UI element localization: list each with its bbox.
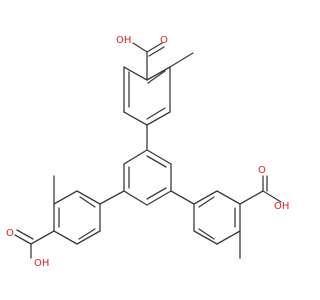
molecule-diagram: O OH OH O OH O <box>6 35 289 269</box>
right-ring-double-1 <box>198 196 215 208</box>
left-ring-bond-1 <box>76 190 101 205</box>
left-ring-bond-5 <box>76 230 101 245</box>
top-ring-double-2 <box>146 107 166 120</box>
right-link-bond <box>170 190 195 205</box>
top-ring-bond-4 <box>123 111 148 126</box>
left-ring-double-1 <box>79 196 96 208</box>
left-hydroxyl-label: OH <box>34 258 49 269</box>
right-hydroxyl-bond <box>262 190 282 203</box>
left-carbonyl-bond <box>14 234 32 245</box>
center-ring-double-3 <box>146 155 167 168</box>
left-ring-double-3 <box>78 228 96 240</box>
left-link-bond <box>99 190 125 205</box>
right-hydroxyl-label: OH <box>274 201 289 212</box>
left-carbonyl-oxygen-label: O <box>6 228 14 239</box>
top-ring-double-3 <box>147 70 166 84</box>
top-hydroxyl-bond <box>132 42 148 53</box>
left-ring-bond-2 <box>53 190 78 205</box>
left-carbonyl-double <box>16 229 34 240</box>
right-ring-bond-1 <box>193 190 218 205</box>
top-ring-bond-3 <box>146 111 171 126</box>
left-carboxyl-bond <box>30 230 55 245</box>
right-carboxyl-bond <box>239 190 264 205</box>
top-hydroxyl-label: OH <box>116 35 131 46</box>
center-ring-double-2 <box>146 187 167 200</box>
top-ring-bond-6 <box>123 66 148 81</box>
right-ring-double-3 <box>198 228 215 240</box>
center-ring-bond-3 <box>146 190 172 206</box>
right-ring-bond-5 <box>193 230 218 245</box>
top-ring-bond-1 <box>146 66 171 81</box>
right-ring-bond-2 <box>216 190 241 205</box>
right-carbonyl-oxygen-label: O <box>258 165 266 176</box>
top-carbonyl-bond <box>146 42 163 53</box>
right-ring-bond-4 <box>216 230 241 245</box>
top-carbonyl-double <box>148 46 165 57</box>
top-carbonyl-oxygen-label: O <box>160 35 168 46</box>
left-ring-bond-4 <box>53 230 78 245</box>
structure-figure: O OH OH O OH O <box>6 35 290 269</box>
center-ring-bond-6 <box>123 149 148 165</box>
top-methyl-bond <box>169 52 194 68</box>
center-ring-bond-1 <box>146 149 172 165</box>
center-ring-bond-4 <box>123 190 148 206</box>
